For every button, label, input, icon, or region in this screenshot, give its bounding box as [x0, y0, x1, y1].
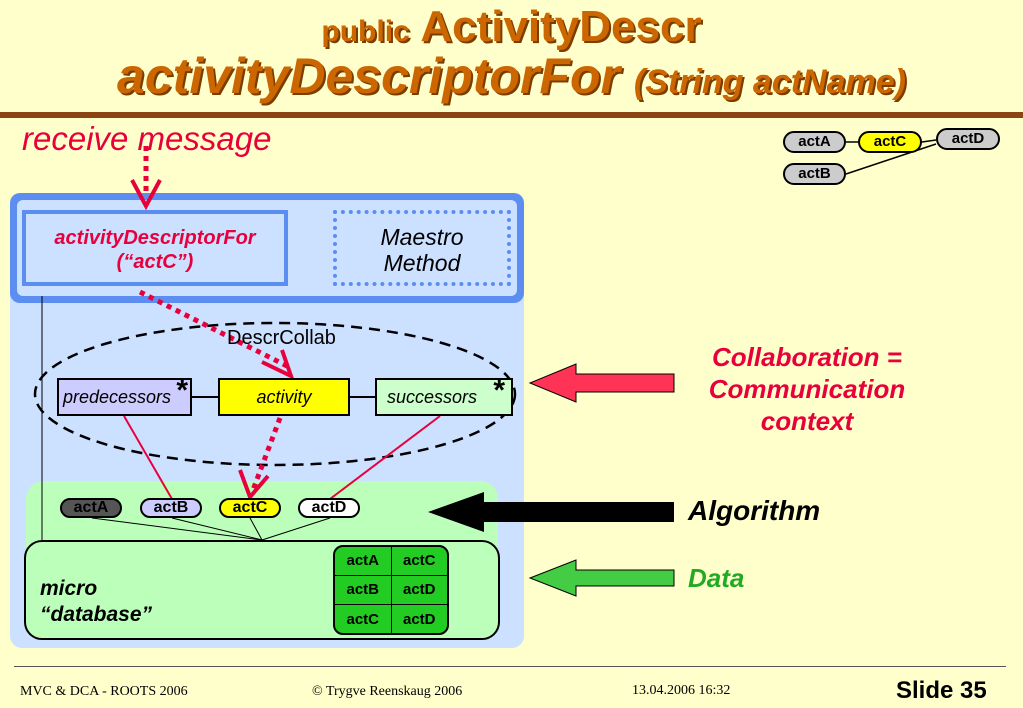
role-successors-label: successors	[387, 387, 478, 407]
algorithm-arrow	[428, 492, 674, 532]
footer-left: MVC & DCA - ROOTS 2006	[20, 684, 188, 699]
db-cell: actA	[335, 547, 392, 576]
database-label-line-1: micro	[40, 577, 98, 600]
db-cell: actC	[390, 547, 447, 576]
pill-link-b	[171, 517, 263, 541]
activity-pill-actd: actD	[298, 498, 360, 518]
mini-link-cd	[921, 139, 937, 143]
method-box-name: activityDescriptorFor	[54, 227, 256, 249]
mini-node-actd: actD	[936, 128, 1000, 150]
role-activity: activity	[218, 378, 350, 416]
mini-link-bd	[845, 143, 937, 175]
collaboration-ellipse	[33, 321, 517, 467]
data-arrow	[528, 559, 675, 597]
title-method-name: activityDescriptorFor	[117, 48, 620, 104]
title-line-2: activityDescriptorFor (String actName)	[0, 48, 1023, 110]
database-label-line-2: “database”	[40, 603, 153, 626]
title-public: public	[321, 15, 410, 48]
method-to-activity-arrow	[138, 289, 289, 369]
activity-pill-actc: actC	[219, 498, 281, 518]
activity-pill-acta: actA	[60, 498, 122, 518]
maestro-method-box: Maestro Method	[333, 210, 511, 286]
data-label: Data	[688, 563, 745, 593]
database-label: micro “database”	[40, 576, 152, 628]
slide-number: Slide 35	[896, 677, 987, 704]
title-method-params: (String actName)	[633, 63, 906, 101]
algorithm-label: Algorithm	[688, 495, 821, 526]
mini-node-acta: actA	[783, 131, 846, 153]
db-cell: actB	[335, 574, 392, 606]
role-successors: successors *	[375, 374, 513, 416]
receive-arrowhead	[130, 179, 162, 211]
collaboration-arrow	[528, 363, 675, 403]
role-activity-label: activity	[256, 387, 312, 407]
method-box-arg: (“actC”)	[116, 251, 194, 273]
title-divider	[0, 112, 1023, 118]
activity-to-actc-arrow	[250, 417, 283, 491]
maestro-line-2: Method	[383, 250, 461, 276]
footer-center: © Trygve Reenskaug 2006	[312, 684, 463, 699]
title-line-1: public ActivityDescr	[0, 4, 1023, 55]
db-cell: actD	[390, 604, 447, 633]
method-to-activity-arrowhead	[261, 349, 295, 380]
mini-node-actc: actC	[858, 131, 922, 153]
activity-pill-actb: actB	[140, 498, 202, 518]
collab-line-1: Collaboration =	[712, 342, 902, 372]
mini-node-actb: actB	[783, 163, 846, 185]
activity-to-actc-arrowhead	[238, 469, 270, 501]
collab-line-3: context	[760, 406, 854, 436]
title-class-name: ActivityDescr	[420, 2, 702, 51]
pill-link-c	[249, 517, 263, 541]
footer-divider	[14, 666, 1006, 667]
pill-link-a	[91, 517, 263, 541]
footer-date: 13.04.2006 16:32	[632, 683, 731, 698]
maestro-line-1: Maestro	[380, 224, 464, 250]
multiplicity-star: *	[176, 374, 188, 407]
binding-successors	[329, 415, 441, 500]
multiplicity-star: *	[493, 374, 505, 407]
collab-line-2: Communication	[708, 374, 906, 404]
role-predecessors-label: predecessors	[63, 387, 172, 407]
method-box: activityDescriptorFor (“actC”)	[22, 210, 288, 286]
binding-predecessors	[123, 415, 173, 500]
pill-link-d	[261, 517, 331, 541]
collaboration-name: DescrCollab	[227, 327, 336, 349]
collaboration-label: Collaboration = Communication context	[672, 341, 942, 437]
role-predecessors: predecessors*	[57, 374, 192, 416]
